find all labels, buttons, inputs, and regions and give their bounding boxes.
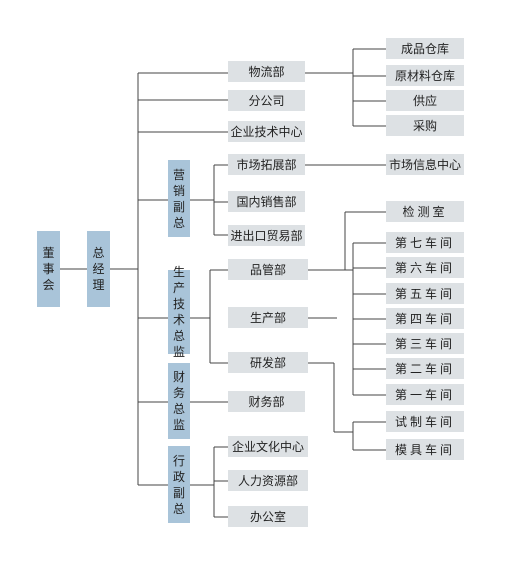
tech-center-box: 企业技术中心 [228,121,305,142]
office-box: 办公室 [228,506,308,527]
quality-dept-box: 品管部 [228,259,308,280]
branch-box: 分公司 [228,90,305,111]
mold-workshop-box: 模具车间 [386,439,464,460]
raw-material-warehouse-box: 原材料仓库 [386,65,464,86]
supply-box: 供应 [386,90,464,111]
import-export-box: 进出口贸易部 [228,225,305,246]
domestic-sales-box: 国内销售部 [228,191,305,212]
production-dept-box: 生产部 [228,307,308,328]
market-info-center-box: 市场信息中心 [386,154,464,175]
finance-dept-box: 财务部 [228,391,305,412]
workshop-3-box: 第三车间 [386,333,464,354]
marketing-vp-box: 营销副总 [168,160,190,237]
finished-goods-warehouse-box: 成品仓库 [386,38,464,59]
production-director-box: 生产技术总监 [168,265,190,359]
rd-dept-box: 研发部 [228,352,308,373]
workshop-2-box: 第二车间 [386,358,464,379]
hr-dept-box: 人力资源部 [228,470,308,491]
purchasing-box: 采购 [386,115,464,136]
testing-room-box: 检测室 [386,201,464,222]
workshop-7-box: 第七车间 [386,232,464,253]
admin-vp-box: 行政副总 [168,446,190,523]
market-expansion-box: 市场拓展部 [228,154,305,175]
board-box: 董事会 [37,231,60,307]
workshop-6-box: 第六车间 [386,257,464,278]
culture-center-box: 企业文化中心 [228,436,308,457]
workshop-1-box: 第一车间 [386,384,464,405]
workshop-4-box: 第四车间 [386,308,464,329]
general-manager-box: 总经理 [87,231,110,307]
workshop-5-box: 第五车间 [386,283,464,304]
logistics-dept-box: 物流部 [228,61,305,82]
finance-director-box: 财务总监 [168,363,190,439]
trial-workshop-box: 试制车间 [386,411,464,432]
